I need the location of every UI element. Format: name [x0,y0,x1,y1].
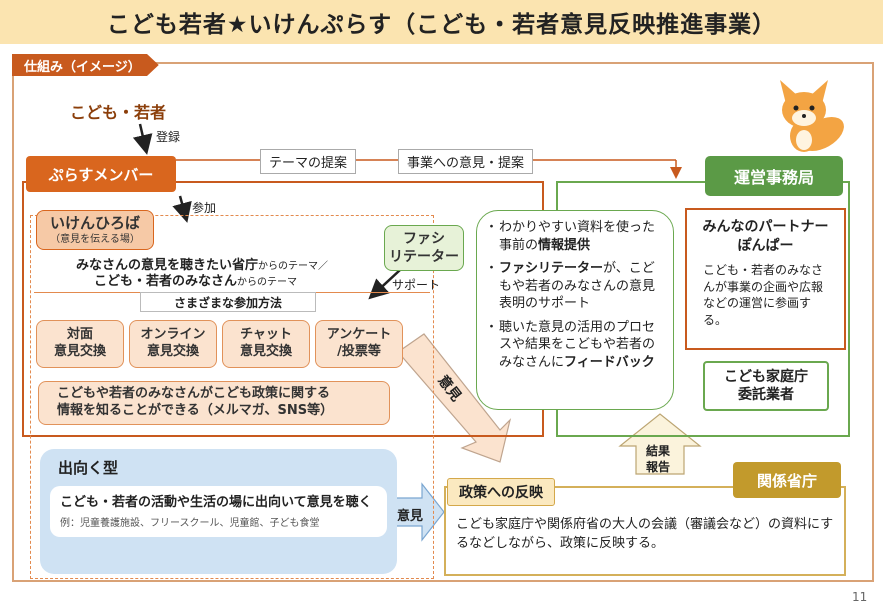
method-taimen[interactable]: 対面 意見交換 [36,320,124,368]
facilitator-badge: ファシ リテーター [384,225,464,271]
theme-line-2: こども・若者のみなさんからのテーマ [94,270,297,289]
kateicho-line1: こども家庭庁 [724,368,808,385]
support-item: ファシリテーターが、こどもや若者のみなさんの意見表明のサポート [485,260,663,313]
method-line1: チャット [240,327,292,343]
iken-arrow2-label: 意見 [397,509,424,524]
dekaku-body: こども・若者の活動や生活の場に出向いて意見を聴く [60,495,372,510]
methods-header: さまざまな参加方法 [140,292,316,312]
ikenhiroba-subtitle: （意見を伝える場） [50,234,140,246]
theme-line-1: みなさんの意見を聴きたい省庁からのテーマ／ [76,254,328,273]
ikenhiroba-title: いけんひろば [49,213,140,232]
theme-line-1-small: からのテーマ／ [258,261,329,272]
kekka-hokoku-label: 結果 報告 [646,444,670,475]
unei-jimukyoku-button[interactable]: 運営事務局 [705,156,843,196]
support-item-text: が、こどもや若者のみなさんの意見表明のサポート [499,261,656,312]
info-box: こどもや若者のみなさんがこども政策に関する 情報を知ることができる（メルマガ、S… [38,381,390,425]
partner-box: みんなのパートナー ぽんぱー こども・若者のみなさんが事業の企画や広報などの運営… [685,208,846,350]
theme-line-1-bold: みなさんの意見を聴きたい省庁 [76,258,259,273]
kekka-line1: 結果 [646,444,671,458]
kodomo-wakamono-label: こども・若者 [70,103,167,122]
support-item-text: 聴いた意見の活用のプロセスや結果をこどもや若者のみなさんに [499,319,656,370]
facilitator-line2: リテーター [389,249,459,265]
kateicho-line2: 委託業者 [738,387,794,403]
page-number: 11 [852,590,868,604]
theme-line-2-small: からのテーマ [237,277,298,288]
facilitator-line1: ファシ [403,230,445,247]
method-anketo[interactable]: アンケート /投票等 [315,320,403,368]
ikenhiroba-dashed-box [30,215,434,579]
support-item-bold: フィードバック [564,354,655,370]
ikenhiroba-badge: いけんひろば （意見を伝える場） [36,210,154,250]
kateicho-itaku-box: こども家庭庁 委託業者 [703,361,829,411]
support-item: 聴いた意見の活用のプロセスや結果をこどもや若者のみなさんにフィードバック [485,319,663,372]
info-line1: こどもや若者のみなさんがこども政策に関する [57,386,331,402]
jigyo-iken-tag: 事業への意見・提案 [398,149,534,174]
dekaku-example: 例：児童養護施設、フリースクール、児童館、子ども食堂 [60,518,320,530]
theme-line-2-bold: こども・若者のみなさん [94,274,238,289]
method-line2: /投票等 [337,344,381,359]
plus-member-button[interactable]: ぷらすメンバー [26,156,176,192]
support-item: わかりやすい資料を使った事前の情報提供 [485,219,663,254]
section-label: 仕組み（イメージ） [12,54,159,76]
sanka-label: 参加 [192,201,217,215]
theme-teian-tag: テーマの提案 [260,149,357,174]
partner-title-2: ぽんぱー [737,237,794,254]
page-title: こども若者★いけんぷらす（こども・若者意見反映推進事業） [106,12,777,38]
info-line2: 情報を知ることができる（メルマガ、SNS等） [57,403,334,418]
partner-desc: こども・若者のみなさんが事業の企画や広報などの運営に参画する。 [703,262,824,328]
seisaku-label: 政策への反映 [447,478,555,506]
dekaku-title: 出向く型 [58,459,119,477]
method-line1: オンライン [140,327,206,343]
method-chat[interactable]: チャット 意見交換 [222,320,310,368]
title-bar: こども若者★いけんぷらす（こども・若者意見反映推進事業） [0,0,883,44]
method-line1: 対面 [66,327,93,343]
support-item-bold: ファシリテーター [499,261,604,277]
kankei-shocho-button[interactable]: 関係省庁 [733,462,841,498]
toroku-label: 登録 [156,130,181,144]
method-line2: 意見交換 [53,344,106,359]
dekaku-box: 出向く型 こども・若者の活動や生活の場に出向いて意見を聴く 例：児童養護施設、フ… [40,449,397,574]
seisaku-desc: こども家庭庁や関係府省の大人の会議（審議会など）の資料にするなどしながら、政策に… [456,517,834,551]
support-label: サポート [392,278,441,292]
fox-mascot-icon [780,80,844,152]
dekaku-inner: こども・若者の活動や生活の場に出向いて意見を聴く 例：児童養護施設、フリースクー… [50,486,387,538]
support-item-bold: 情報提供 [538,237,591,253]
support-item-text: わかりやすい資料を使った事前の [499,220,656,253]
support-items-box: わかりやすい資料を使った事前の情報提供 ファシリテーターが、こどもや若者のみなさ… [476,210,674,410]
method-line2: 意見交換 [239,344,292,359]
method-online[interactable]: オンライン 意見交換 [129,320,217,368]
method-line2: 意見交換 [146,344,199,359]
method-line1: アンケート [326,327,392,343]
partner-title-1: みんなのパートナー [702,219,829,235]
kekka-line2: 報告 [646,459,671,474]
